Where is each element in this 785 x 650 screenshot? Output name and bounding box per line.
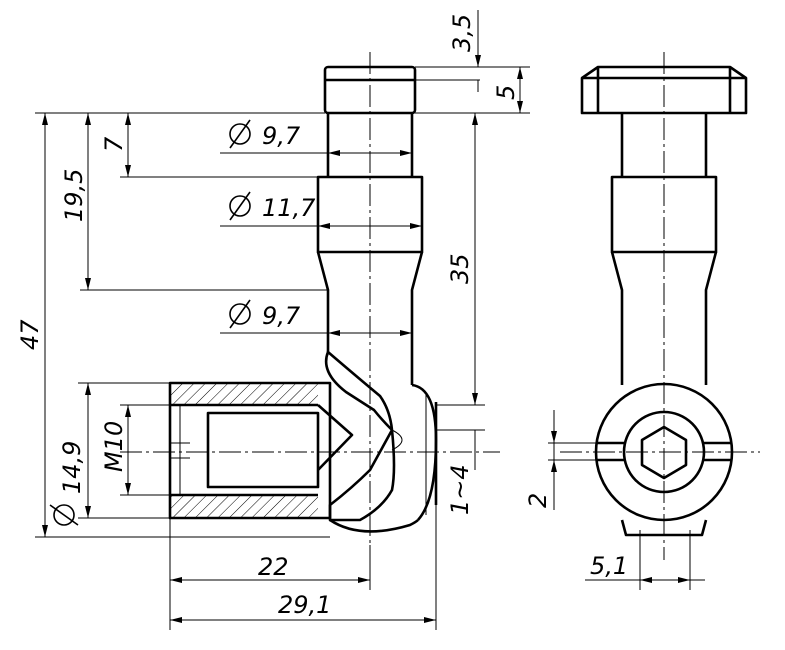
arrow [400, 150, 412, 156]
nut-hatch-bottom [170, 495, 318, 518]
section-hatch-cone [324, 350, 396, 522]
arrow [85, 113, 91, 125]
cone-tip [391, 429, 403, 451]
dim-text-m10: M10 [100, 421, 128, 472]
dim-text-35: 35 [446, 253, 474, 284]
arrow [551, 460, 557, 472]
dim-text-47: 47 [16, 319, 44, 350]
dim-text-diam-9-7-top: 9,7 [262, 122, 301, 150]
arrow [85, 278, 91, 290]
side-shaft-left [610, 251, 624, 385]
arrow [472, 393, 478, 405]
side-shaft-right [704, 251, 718, 385]
dim-text-diam-14-9: 14,9 [58, 441, 86, 494]
arrow [410, 223, 422, 229]
dim-text-diam-11-7: 11,7 [262, 194, 316, 222]
side-hex-socket [640, 425, 688, 480]
dim-text-1-4: 1~4 [446, 464, 474, 515]
side-view [560, 52, 760, 560]
arrow [125, 165, 131, 177]
dim-text-5-1: 5,1 [590, 552, 628, 580]
arrow [472, 113, 478, 125]
lower-shaft-right [410, 251, 424, 385]
arrow [640, 577, 652, 583]
dimension-arrows [42, 55, 690, 623]
dim-text-19-5: 19,5 [60, 169, 88, 222]
arrow [42, 113, 48, 125]
arrow [424, 617, 436, 623]
dim-text-diam-9-7-lower: 9,7 [262, 302, 301, 330]
lower-shaft-left [316, 251, 330, 352]
arrow [475, 55, 481, 67]
arrow [85, 506, 91, 518]
diameter-symbol-icon [49, 504, 79, 526]
nut-thread-core [206, 411, 320, 489]
nut-cone-seat [317, 404, 354, 471]
dim-text-22: 22 [258, 553, 289, 581]
nut-hatch-top [170, 383, 318, 405]
arrow [170, 577, 182, 583]
arrow [678, 577, 690, 583]
diameter-symbol-icon [229, 119, 251, 149]
arrow [400, 330, 412, 336]
dim-text-7: 7 [100, 136, 128, 152]
arrow [318, 223, 330, 229]
arrow [170, 617, 182, 623]
cross-body-bottom [329, 518, 419, 533]
diameter-symbol-icon [229, 299, 251, 329]
arrow [125, 405, 131, 417]
arrow [328, 330, 340, 336]
arrow [517, 101, 523, 113]
dimension-texts: 3,5 5 7 19,5 47 35 1~4 22 29,1 9,7 11,7 … [16, 14, 628, 619]
arrow [517, 67, 523, 79]
dim-text-3-5: 3,5 [448, 14, 476, 52]
dim-text-5: 5 [492, 85, 520, 100]
arrow [551, 431, 557, 443]
arrow [328, 150, 340, 156]
arrow [42, 525, 48, 537]
arrow [85, 383, 91, 395]
dim-text-29-1: 29,1 [278, 591, 331, 619]
dim-text-2: 2 [524, 493, 552, 508]
arrow [125, 113, 131, 125]
arrow [125, 483, 131, 495]
diameter-symbol-icon [229, 191, 251, 221]
diameter-symbols [49, 119, 251, 526]
front-view [120, 52, 500, 545]
arrow [358, 577, 370, 583]
